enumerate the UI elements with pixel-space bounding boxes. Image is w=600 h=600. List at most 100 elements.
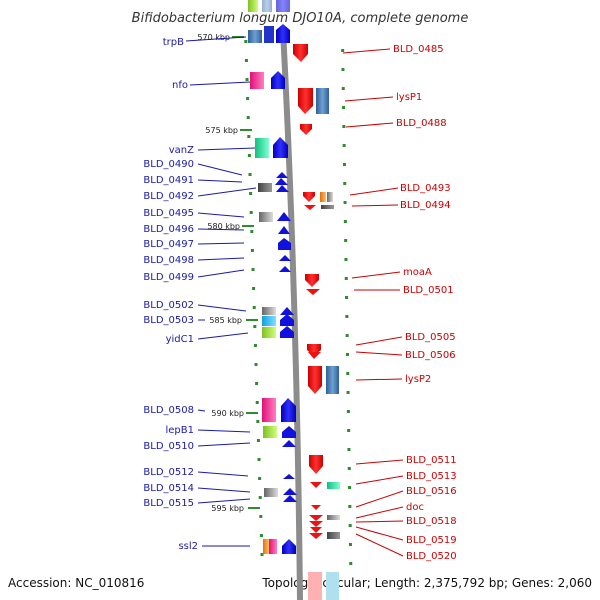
label-yidC1[interactable]: yidC1: [166, 332, 249, 345]
label-BLD_0505[interactable]: BLD_0505: [355, 332, 456, 346]
label-BLD_0490[interactable]: BLD_0490: [143, 159, 243, 176]
label-vanZ[interactable]: vanZ: [169, 145, 256, 156]
minor-tick: [342, 144, 346, 147]
svg-text:BLD_0502: BLD_0502: [143, 300, 194, 311]
minor-tick: [343, 201, 347, 204]
gene-BLD-0508[interactable]: [262, 398, 296, 422]
svg-text:590 kbp: 590 kbp: [211, 409, 244, 418]
gene-BLD-0485[interactable]: [293, 44, 308, 62]
gene-BLD-0515[interactable]: [283, 495, 297, 502]
label-BLD_0494[interactable]: BLD_0494: [351, 200, 451, 211]
label-BLD_0518[interactable]: BLD_0518: [355, 516, 457, 527]
label-BLD_0499[interactable]: BLD_0499: [143, 269, 245, 283]
svg-text:lysP1: lysP1: [396, 92, 422, 103]
gene-fragment: [326, 572, 339, 600]
gene-trpB[interactable]: [248, 24, 290, 43]
minor-tick: [341, 87, 345, 90]
label-BLD_0514[interactable]: BLD_0514: [143, 483, 251, 494]
minor-tick: [342, 125, 346, 128]
gene-BLD-0494[interactable]: [304, 205, 334, 210]
gene-BLD-0503[interactable]: [262, 314, 294, 326]
label-BLD_0508[interactable]: BLD_0508: [143, 405, 206, 416]
label-BLD_0506[interactable]: BLD_0506: [355, 350, 456, 361]
gene-BLD-0514[interactable]: [264, 488, 297, 497]
label-BLD_0485[interactable]: BLD_0485: [342, 44, 444, 55]
minor-tick: [250, 249, 254, 252]
gene-lysP2[interactable]: [308, 366, 339, 394]
label-BLD_0496[interactable]: BLD_0496: [143, 224, 245, 235]
gene-BLD-0501[interactable]: [306, 289, 320, 295]
label-BLD_0491[interactable]: BLD_0491: [143, 175, 243, 186]
gene-doc[interactable]: [309, 515, 340, 521]
gene-BLD-0498[interactable]: [279, 255, 291, 261]
gene-BLD-0520[interactable]: [309, 533, 323, 539]
label-BLD_0513[interactable]: BLD_0513: [355, 471, 457, 485]
gene-BLD-0493[interactable]: [303, 192, 333, 202]
label-BLD_0512[interactable]: BLD_0512: [143, 467, 249, 478]
svg-text:BLD_0494: BLD_0494: [400, 200, 451, 211]
gene-nfo[interactable]: [250, 71, 285, 89]
genome-backbone: [280, 29, 303, 600]
gene-moaA[interactable]: [305, 274, 319, 287]
label-doc[interactable]: doc: [355, 502, 424, 519]
gene-BLD-0518[interactable]: [309, 521, 323, 527]
gene-BLD-0496[interactable]: [278, 226, 290, 234]
svg-text:BLD_0512: BLD_0512: [143, 467, 194, 478]
label-BLD_0493[interactable]: BLD_0493: [349, 183, 451, 196]
gene-BLD-0506[interactable]: [308, 352, 321, 359]
gene-BLD-0497[interactable]: [278, 238, 291, 250]
gene-BLD-0499[interactable]: [279, 266, 291, 272]
label-BLD_0516[interactable]: BLD_0516: [355, 486, 457, 508]
label-lysP1[interactable]: lysP1: [344, 92, 422, 103]
minor-tick: [249, 211, 253, 214]
label-lysP2[interactable]: lysP2: [355, 374, 431, 385]
kbp-marker: 580 kbp: [207, 222, 254, 231]
svg-text:vanZ: vanZ: [169, 145, 194, 156]
minor-tick: [347, 448, 351, 451]
label-trpB[interactable]: trpB: [163, 36, 247, 48]
label-BLD_0515[interactable]: BLD_0515: [143, 498, 251, 509]
label-moaA[interactable]: moaA: [351, 267, 432, 279]
gene-BLD-0513[interactable]: [310, 482, 340, 489]
label-ssl2[interactable]: ssl2: [178, 541, 250, 552]
gene-vanZ[interactable]: [255, 137, 288, 158]
gene-BLD-0490-0491[interactable]: [275, 172, 288, 185]
label-BLD_0503[interactable]: BLD_0503: [143, 315, 205, 326]
label-BLD_0488[interactable]: BLD_0488: [345, 118, 447, 129]
gene-yidC1[interactable]: [262, 326, 294, 338]
gene-BLD-0495[interactable]: [259, 212, 291, 222]
svg-text:575 kbp: 575 kbp: [205, 126, 238, 135]
svg-text:BLD_0506: BLD_0506: [405, 350, 456, 361]
label-BLD_0495[interactable]: BLD_0495: [143, 208, 245, 219]
label-BLD_0520[interactable]: BLD_0520: [355, 533, 457, 562]
tick-column-left: [244, 40, 264, 556]
gene-ssl2[interactable]: [263, 539, 296, 554]
label-BLD_0498[interactable]: BLD_0498: [143, 255, 245, 266]
gene-BLD-0511[interactable]: [309, 455, 323, 474]
label-BLD_0519[interactable]: BLD_0519: [355, 526, 457, 546]
label-BLD_0510[interactable]: BLD_0510: [143, 441, 251, 452]
minor-tick: [349, 562, 353, 565]
label-BLD_0501[interactable]: BLD_0501: [354, 285, 454, 296]
gene-BLD-0512[interactable]: [283, 474, 295, 479]
gene-lepB1[interactable]: [263, 426, 296, 438]
label-BLD_0497[interactable]: BLD_0497: [143, 239, 245, 250]
gene-BLD-0492[interactable]: [258, 183, 289, 192]
gene-BLD-0488[interactable]: [300, 124, 312, 135]
label-BLD_0502[interactable]: BLD_0502: [143, 300, 247, 312]
gene-lysP1[interactable]: [298, 88, 329, 114]
label-BLD_0492[interactable]: BLD_0492: [143, 187, 257, 202]
svg-text:BLD_0490: BLD_0490: [143, 159, 194, 170]
label-BLD_0511[interactable]: BLD_0511: [355, 455, 457, 466]
svg-text:595 kbp: 595 kbp: [211, 504, 244, 513]
gene-BLD-0502[interactable]: [262, 307, 294, 315]
label-lepB1[interactable]: lepB1: [165, 425, 251, 436]
gene-BLD-0519[interactable]: [310, 527, 340, 539]
minor-tick: [342, 106, 346, 109]
label-nfo[interactable]: nfo: [172, 80, 251, 91]
minor-tick: [258, 477, 262, 480]
gene-BLD-0516[interactable]: [311, 505, 321, 510]
gene-fragment: [276, 0, 290, 12]
genome-summary-text: Topology: circular; Length: 2,375,792 bp…: [261, 576, 592, 590]
gene-BLD-0510[interactable]: [282, 440, 296, 447]
